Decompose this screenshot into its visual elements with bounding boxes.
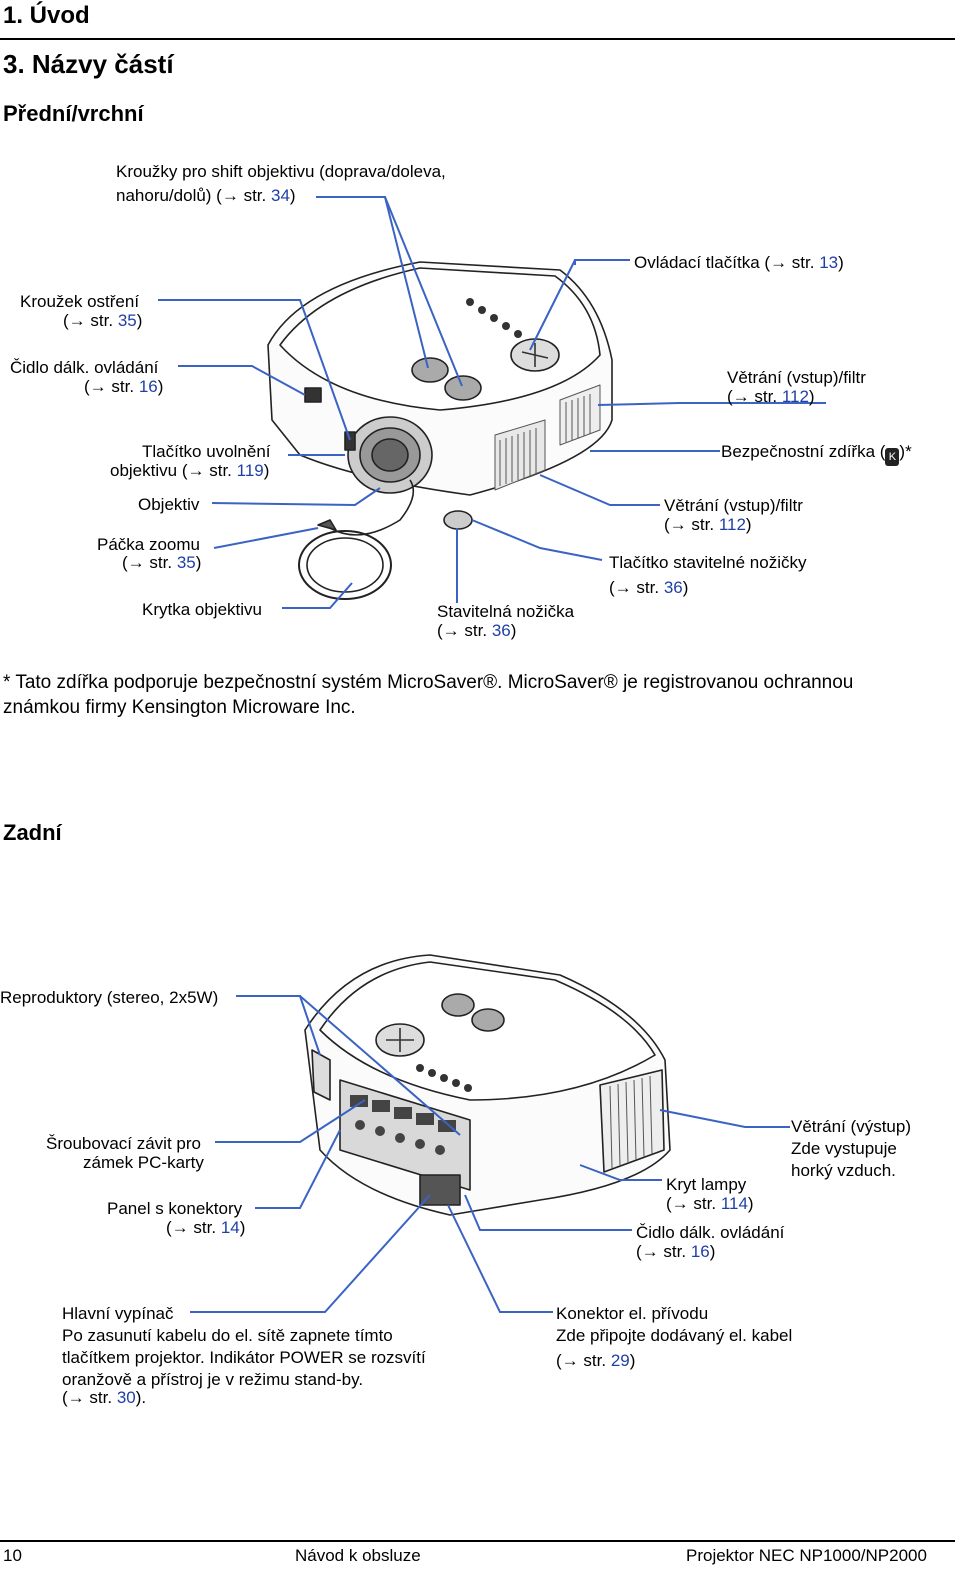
footer-right: Projektor NEC NP1000/NP2000 (686, 1546, 927, 1565)
arrow-icon: → (67, 1388, 85, 1407)
page-ref-link[interactable]: 35 (176, 553, 196, 572)
arrow-icon: → (641, 1242, 659, 1261)
vent-intake2-label: Větrání (vstup)/filtr (664, 496, 803, 515)
front-projector-illustration (158, 196, 826, 609)
main-switch-desc-line2: tlačítkem projektor. Indikátor POWER se … (62, 1348, 426, 1367)
arrow-icon: → (732, 387, 750, 406)
speakers-label: Reproduktory (stereo, 2x5W) (0, 988, 219, 1007)
rear-projector-illustration (190, 954, 790, 1313)
connector-panel-ref: (→ str. 14) (166, 1218, 246, 1237)
main-switch-ref: (→ str. 30). (62, 1388, 147, 1407)
ac-in-ref: (→ str. 29) (556, 1351, 636, 1370)
page-number: 10 (3, 1546, 22, 1565)
arrow-icon: → (68, 311, 86, 330)
page-ref-link[interactable]: 14 (220, 1218, 240, 1237)
control-buttons-label: Ovládací tlačítka (→ str. 13) (634, 253, 844, 272)
page-ref-link[interactable]: 29 (610, 1351, 630, 1370)
arrow-icon: → (221, 186, 239, 205)
arrow-icon: → (770, 253, 788, 272)
rear-remote-sensor-ref: (→ str. 16) (636, 1242, 716, 1261)
page-ref-link[interactable]: 35 (117, 311, 137, 330)
security-slot-label: Bezpečnostní zdířka (K)* (721, 442, 912, 466)
arrow-icon: → (171, 1218, 189, 1237)
footer-rule (0, 1540, 955, 1542)
footer-center: Návod k obsluze (295, 1546, 421, 1565)
vent-exhaust-label-line3: horký vzduch. (791, 1161, 896, 1180)
foot-button-ref: (→ str. 36) (609, 578, 689, 597)
page-ref-link[interactable]: 13 (819, 253, 839, 272)
front-heading: Přední/vrchní (3, 101, 144, 126)
arrow-icon: → (187, 461, 205, 480)
page-ref-link[interactable]: 16 (138, 377, 158, 396)
page-ref-link[interactable]: 112 (781, 387, 809, 406)
main-switch-desc-line1: Po zasunutí kabelu do el. sítě zapnete t… (62, 1326, 393, 1345)
page-ref-link[interactable]: 112 (718, 515, 746, 534)
arrow-icon: → (669, 515, 687, 534)
arrow-icon: → (89, 377, 107, 396)
arrow-icon: → (442, 621, 460, 640)
lens-label: Objektiv (138, 495, 200, 514)
vent-intake-label: Větrání (vstup)/filtr (727, 368, 866, 387)
arrow-icon: → (671, 1194, 689, 1213)
arrow-icon: → (127, 553, 145, 572)
page-ref-link[interactable]: 16 (690, 1242, 710, 1261)
page-ref-link[interactable]: 36 (491, 621, 511, 640)
zoom-lever-ref: (→ str. 35) (122, 553, 202, 572)
zoom-lever-label: Páčka zoomu (97, 535, 200, 554)
connector-panel-label: Panel s konektory (107, 1199, 243, 1218)
remote-sensor-ref: (→ str. 16) (84, 377, 164, 396)
shift-rings-label-line2: nahoru/dolů) (→ str. 34) (116, 186, 296, 205)
adjustable-foot-ref: (→ str. 36) (437, 621, 517, 640)
focus-ring-label: Kroužek ostření (20, 292, 140, 311)
footnote-line2: známkou firmy Kensington Microware Inc. (3, 697, 356, 718)
ac-in-desc: Zde připojte dodávaný el. kabel (556, 1326, 793, 1345)
lock-icon: K (885, 448, 900, 466)
vent-intake2-ref: (→ str. 112) (664, 515, 752, 534)
page-ref-link[interactable]: 30 (116, 1388, 136, 1407)
vent-intake-ref: (→ str. 112) (727, 387, 815, 406)
lens-cap-label: Krytka objektivu (142, 600, 262, 619)
foot-button-label: Tlačítko stavitelné nožičky (609, 553, 807, 572)
lens-release-label: Tlačítko uvolnění (142, 442, 271, 461)
pc-lock-label: Šroubovací závit pro (46, 1134, 201, 1153)
remote-sensor-label: Čidlo dálk. ovládání (10, 358, 159, 377)
rear-remote-sensor-label: Čidlo dálk. ovládání (636, 1223, 785, 1242)
page-ref-link[interactable]: 34 (270, 186, 290, 205)
vent-exhaust-label: Větrání (výstup) (791, 1117, 911, 1136)
vent-exhaust-label-line2: Zde vystupuje (791, 1139, 897, 1158)
page-ref-link[interactable]: 114 (720, 1194, 748, 1213)
page-ref-link[interactable]: 36 (663, 578, 683, 597)
adjustable-foot-label: Stavitelná nožička (437, 602, 575, 621)
chapter-title: 1. Úvod (3, 2, 90, 29)
header-rule (0, 38, 955, 40)
footnote-line1: * Tato zdířka podporuje bezpečnostní sys… (3, 672, 854, 693)
arrow-icon: → (561, 1351, 579, 1370)
section-title: 3. Názvy částí (3, 49, 174, 79)
lens-release-ref: objektivu (→ str. 119) (110, 461, 270, 480)
rear-heading: Zadní (3, 820, 62, 845)
page-ref-link[interactable]: 119 (236, 461, 264, 480)
focus-ring-ref: (→ str. 35) (63, 311, 143, 330)
ac-in-label: Konektor el. přívodu (556, 1304, 709, 1323)
shift-rings-label: Kroužky pro shift objektivu (doprava/dol… (116, 162, 446, 181)
lamp-cover-ref: (→ str. 114) (666, 1194, 754, 1213)
main-switch-desc-line3: oranžově a přístroj je v režimu stand-by… (62, 1370, 364, 1389)
arrow-icon: → (614, 578, 632, 597)
lamp-cover-label: Kryt lampy (666, 1175, 747, 1194)
pc-lock-label-line2: zámek PC-karty (83, 1153, 204, 1172)
main-switch-label: Hlavní vypínač (62, 1304, 174, 1323)
